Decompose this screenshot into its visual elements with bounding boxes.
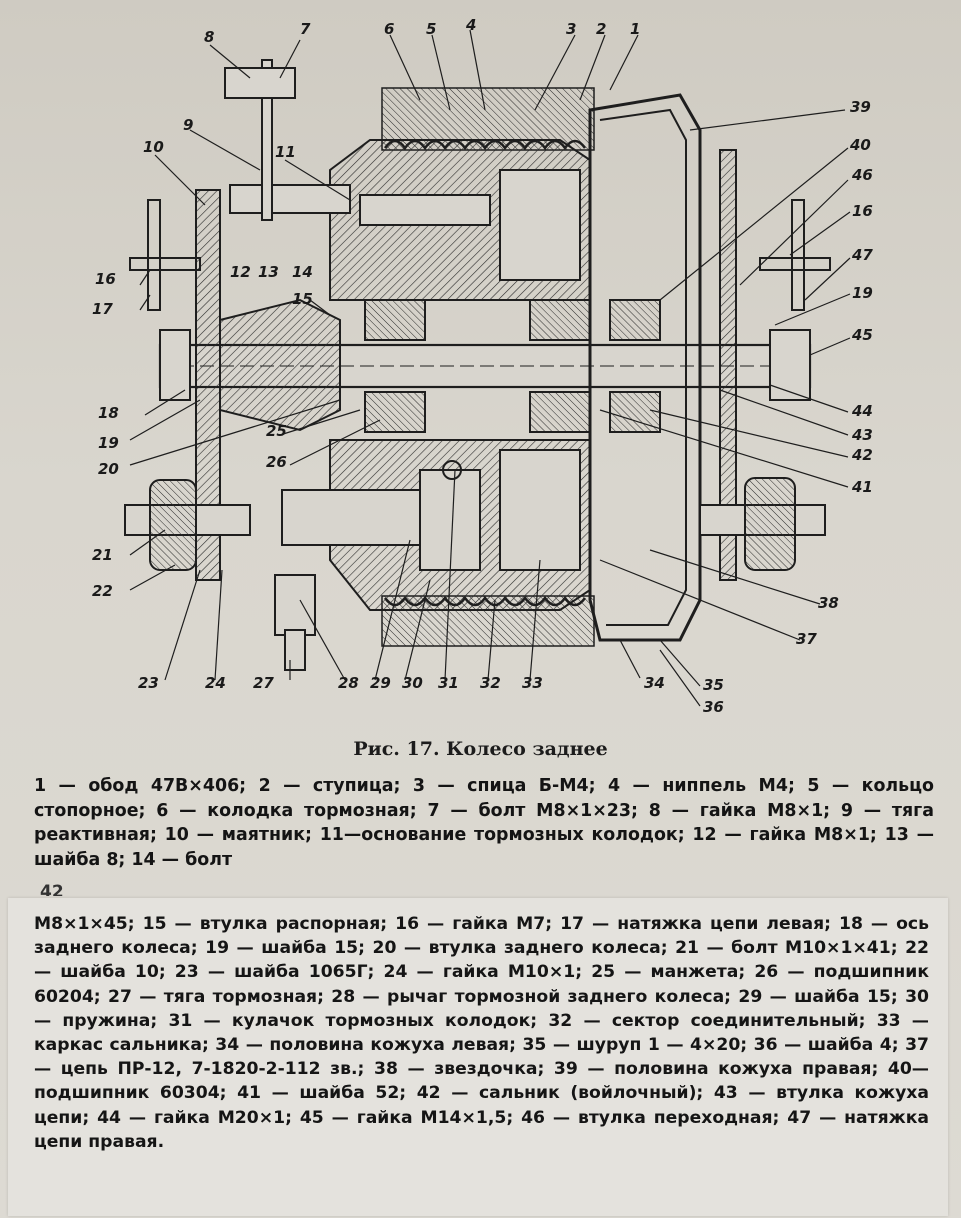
callout-41: 41 bbox=[852, 478, 873, 496]
callout-21: 21 bbox=[92, 546, 113, 564]
technical-drawing bbox=[124, 29, 851, 707]
rear-wheel-drawing: 1 2 3 4 5 6 7 8 9 10 11 12 13 14 15 16 1… bbox=[92, 16, 873, 716]
callout-28: 28 bbox=[338, 674, 359, 692]
callout-43: 43 bbox=[852, 426, 873, 444]
callout-44: 44 bbox=[852, 402, 873, 420]
callout-29: 29 bbox=[370, 674, 391, 692]
callout-6: 6 bbox=[384, 20, 395, 38]
legend-part-1: 1 — обод 47В×406; 2 — ступица; 3 — спица… bbox=[34, 776, 934, 870]
callout-22: 22 bbox=[92, 582, 113, 600]
callout-25: 25 bbox=[266, 422, 287, 440]
callout-23: 23 bbox=[138, 674, 159, 692]
callout-30: 30 bbox=[402, 674, 423, 692]
legend-part-2: М8×1×45; 15 — втулка распорная; 16 — гай… bbox=[34, 914, 929, 1152]
callout-47: 47 bbox=[852, 246, 873, 264]
callout-20: 20 bbox=[98, 460, 119, 478]
callout-7: 7 bbox=[300, 20, 311, 38]
callout-4: 4 bbox=[466, 16, 477, 34]
callout-19: 19 bbox=[98, 434, 119, 452]
callout-24: 24 bbox=[205, 674, 226, 692]
cut-off-number: 42 bbox=[40, 882, 64, 896]
callout-13: 13 bbox=[258, 263, 279, 281]
callout-19-right: 19 bbox=[852, 284, 873, 302]
callout-27: 27 bbox=[253, 674, 274, 692]
pasted-legend-strip bbox=[8, 898, 948, 1216]
callout-34: 34 bbox=[644, 674, 665, 692]
callout-2: 2 bbox=[596, 20, 607, 38]
callout-45: 45 bbox=[852, 326, 873, 344]
callout-35: 35 bbox=[703, 676, 724, 694]
callout-12: 12 bbox=[230, 263, 251, 281]
callout-38: 38 bbox=[818, 594, 839, 612]
callout-14: 14 bbox=[292, 263, 313, 281]
callout-46: 46 bbox=[852, 166, 873, 184]
callout-36: 36 bbox=[703, 698, 724, 716]
callout-40: 40 bbox=[850, 136, 871, 154]
callout-5: 5 bbox=[426, 20, 437, 38]
callout-18: 18 bbox=[98, 404, 119, 422]
callout-33: 33 bbox=[522, 674, 543, 692]
callout-8: 8 bbox=[204, 28, 215, 46]
callout-15: 15 bbox=[292, 290, 313, 308]
callout-32: 32 bbox=[480, 674, 501, 692]
callout-9: 9 bbox=[183, 116, 194, 134]
callout-3: 3 bbox=[566, 20, 577, 38]
callout-16: 16 bbox=[95, 270, 116, 288]
callout-26: 26 bbox=[266, 453, 287, 471]
callout-11: 11 bbox=[275, 143, 296, 161]
callout-1: 1 bbox=[630, 20, 641, 38]
callout-37: 37 bbox=[796, 630, 817, 648]
callout-39: 39 bbox=[850, 98, 871, 116]
callout-16-right: 16 bbox=[852, 202, 873, 220]
callout-10: 10 bbox=[143, 138, 164, 156]
callout-42: 42 bbox=[852, 446, 873, 464]
callout-17: 17 bbox=[92, 300, 113, 318]
figure-caption: Рис. 17. Колесо заднее bbox=[353, 738, 608, 760]
callout-31: 31 bbox=[438, 674, 459, 692]
